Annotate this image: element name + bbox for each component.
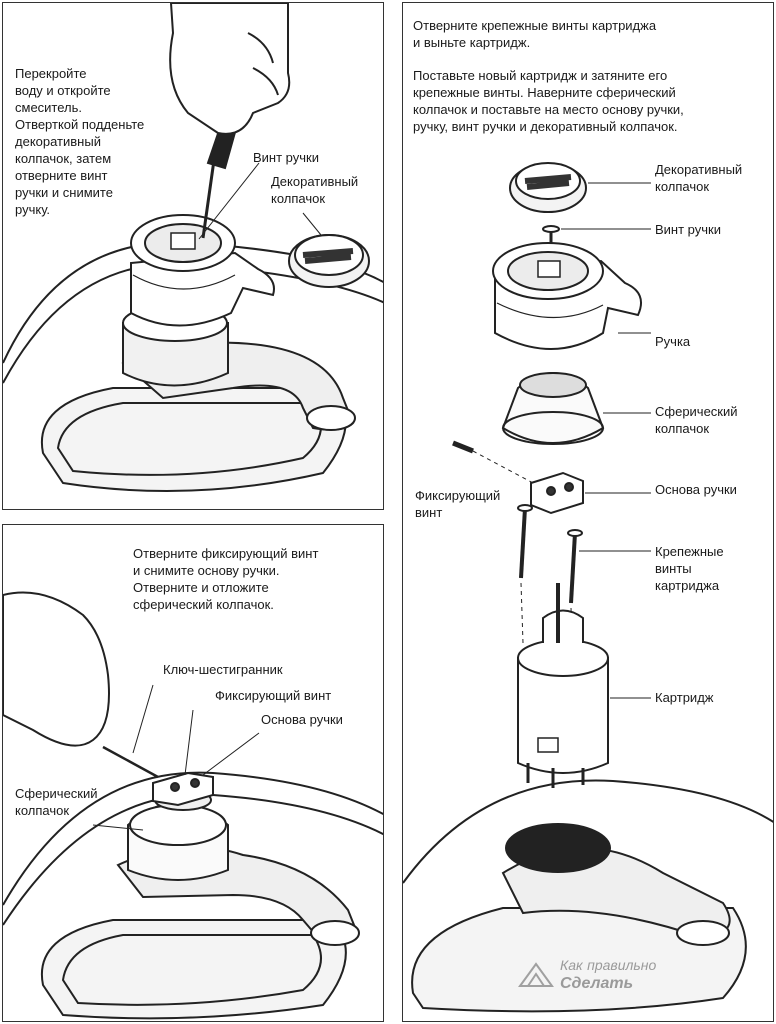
step-3-exploded-view bbox=[403, 162, 773, 1013]
label-cartridge: Картридж bbox=[655, 690, 714, 705]
step-1-panel: Перекройте воду и откройте смеситель. От… bbox=[2, 2, 384, 510]
label-hex-key: Ключ-шестигранник bbox=[163, 662, 283, 677]
label-set-screw: Фиксирующий винт bbox=[215, 688, 332, 703]
label-mounting-screws: Крепежные винты картриджа bbox=[655, 544, 724, 593]
label-decorative-cap: Декоративный колпачок bbox=[271, 174, 359, 206]
step-1-illustration bbox=[3, 3, 383, 492]
step-3-instruction-2: Поставьте новый картридж и затяните его … bbox=[413, 68, 684, 134]
watermark-word-1: Как bbox=[560, 957, 583, 973]
step-1-instruction: Перекройте воду и откройте смеситель. От… bbox=[15, 66, 145, 217]
step-2-illustration bbox=[3, 591, 383, 1020]
label-decorative-cap: Декоративный колпачок bbox=[655, 162, 743, 194]
label-handle-screw: Винт ручки bbox=[655, 222, 721, 237]
step-3-panel: Отверните крепежные винты картриджа и вы… bbox=[402, 2, 774, 1022]
label-sphere-cap: Сферический колпачок bbox=[15, 786, 98, 818]
label-sphere-cap: Сферический колпачок bbox=[655, 404, 738, 436]
step-2-instruction: Отверните фиксирующий винт и снимите осн… bbox=[133, 546, 319, 612]
step-3-instruction-1: Отверните крепежные винты картриджа и вы… bbox=[413, 18, 657, 50]
label-handle-screw: Винт ручки bbox=[253, 150, 319, 165]
label-handle-base: Основа ручки bbox=[261, 712, 343, 727]
watermark-word-3: Сделать bbox=[560, 975, 634, 992]
step-2-panel: Отверните фиксирующий винт и снимите осн… bbox=[2, 524, 384, 1022]
label-set-screw: Фиксирующий винт bbox=[415, 488, 501, 520]
watermark-word-2: правильно bbox=[587, 957, 657, 973]
watermark-logo: Как правильно Сделать bbox=[518, 956, 657, 993]
watermark-icon bbox=[518, 962, 554, 987]
label-handle-base: Основа ручки bbox=[655, 482, 737, 497]
label-handle: Ручка bbox=[655, 334, 691, 349]
